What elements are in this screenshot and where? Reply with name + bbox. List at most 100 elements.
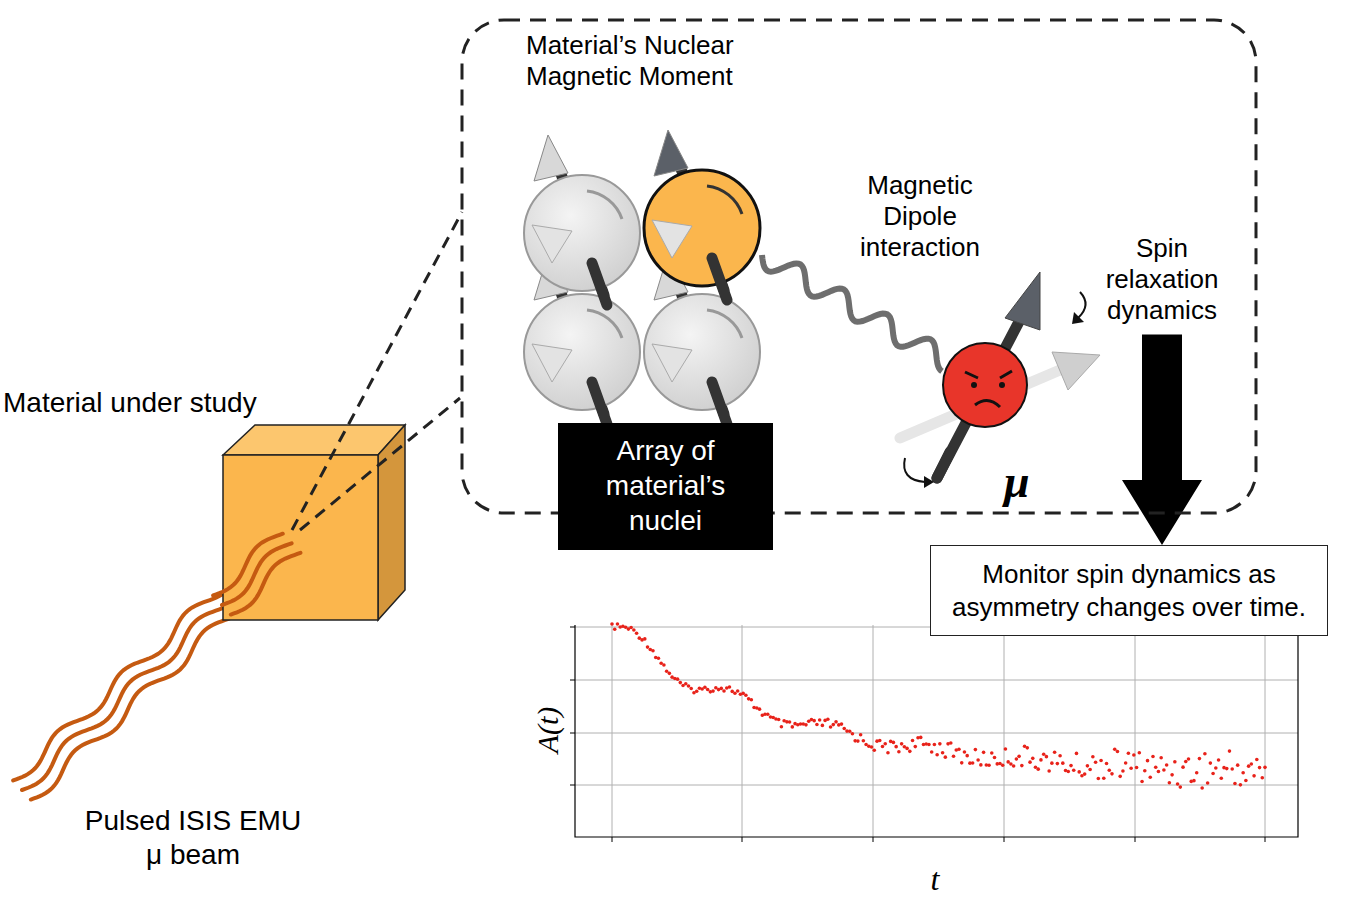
data-point — [834, 720, 838, 724]
data-point — [1236, 763, 1240, 767]
data-point — [908, 750, 912, 754]
data-point — [1184, 760, 1188, 764]
data-point — [1047, 769, 1051, 773]
data-point — [1061, 761, 1065, 765]
data-point — [1244, 779, 1248, 783]
data-point — [1200, 786, 1204, 790]
data-point — [668, 672, 672, 676]
spin-cone — [652, 344, 692, 382]
grid-line — [575, 785, 1298, 786]
data-point — [851, 732, 855, 736]
annotation: Magnetic Dipole interaction — [845, 170, 995, 264]
data-point — [1102, 776, 1106, 780]
tick-mark — [570, 785, 575, 786]
data-point — [719, 687, 723, 691]
data-point — [766, 713, 770, 717]
data-point — [1121, 769, 1125, 773]
data-point — [1198, 757, 1202, 761]
caption-label: Pulsed ISIS EMU μ beam — [78, 804, 308, 871]
axis-label: A(t) — [530, 690, 566, 770]
data-point — [1255, 758, 1259, 762]
data-point — [1099, 759, 1103, 763]
data-point — [862, 739, 866, 743]
data-point — [832, 723, 836, 727]
data-point — [1077, 770, 1081, 774]
data-point — [1252, 774, 1256, 778]
data-point — [1233, 782, 1237, 786]
data-point — [1148, 775, 1152, 779]
annotation: Spin relaxation dynamics — [1087, 233, 1237, 327]
shine — [587, 310, 622, 338]
data-point — [1042, 752, 1046, 756]
nucleus — [524, 175, 640, 291]
data-point — [979, 763, 983, 767]
cube-top — [223, 425, 405, 455]
data-point — [1069, 764, 1073, 768]
muon-eye — [999, 382, 1005, 388]
data-point — [1053, 750, 1057, 754]
data-point — [1031, 757, 1035, 761]
data-point — [1028, 760, 1032, 764]
data-point — [930, 750, 934, 754]
data-point — [933, 743, 937, 747]
muon-rod — [1022, 368, 1060, 370]
data-point — [1263, 766, 1267, 770]
data-point — [1001, 763, 1005, 767]
data-point — [1050, 761, 1054, 765]
data-point — [1228, 749, 1232, 753]
data-point — [788, 720, 792, 724]
nucleus — [644, 294, 760, 410]
rotation-head — [924, 476, 934, 488]
data-point — [965, 754, 969, 758]
data-point — [651, 649, 655, 653]
data-point — [643, 637, 647, 641]
spin-rod — [592, 263, 607, 305]
data-point — [780, 725, 784, 729]
annotation: Material’s Nuclear Magnetic Moment — [526, 30, 796, 92]
muon-cone — [1052, 352, 1100, 390]
data-point — [856, 739, 860, 743]
shine — [707, 186, 742, 214]
nucleus-highlight — [644, 170, 760, 286]
data-point — [886, 751, 890, 755]
data-point — [1097, 777, 1101, 781]
data-point — [870, 745, 874, 749]
data-point — [1159, 756, 1163, 760]
data-point — [1162, 768, 1166, 772]
data-point — [1187, 757, 1191, 761]
data-point — [976, 758, 980, 762]
muon-eye — [971, 382, 977, 388]
grid-line — [1004, 625, 1005, 837]
tick-mark — [742, 837, 743, 842]
data-point — [1165, 763, 1169, 767]
grid-line — [575, 680, 1298, 681]
tick-mark — [1265, 837, 1266, 842]
data-point — [974, 748, 978, 752]
data-point — [1140, 780, 1144, 784]
data-point — [859, 733, 863, 737]
grid-line — [575, 733, 1298, 734]
spin-rod — [592, 382, 607, 424]
rotation-arrow — [904, 458, 925, 482]
data-point — [826, 718, 830, 722]
data-point — [1088, 768, 1092, 772]
data-point — [1217, 758, 1221, 762]
data-point — [1209, 761, 1213, 765]
data-point — [987, 764, 991, 768]
grid-line — [1265, 625, 1266, 837]
data-point — [1072, 768, 1076, 772]
data-point — [1225, 767, 1229, 771]
muon-face — [965, 371, 1012, 378]
data-point — [1146, 759, 1150, 763]
data-point — [1168, 781, 1172, 785]
data-point — [1127, 751, 1131, 755]
data-point — [1132, 753, 1136, 757]
zoom-region: Material’s Nuclear Magnetic MomentMagnet… — [460, 18, 1258, 515]
data-point — [1181, 765, 1185, 769]
data-point — [818, 718, 822, 722]
data-point — [613, 628, 617, 632]
muon-symbol: μ — [1004, 454, 1064, 509]
data-point — [1105, 762, 1109, 766]
spin-cone — [532, 344, 572, 382]
data-point — [1176, 782, 1180, 786]
